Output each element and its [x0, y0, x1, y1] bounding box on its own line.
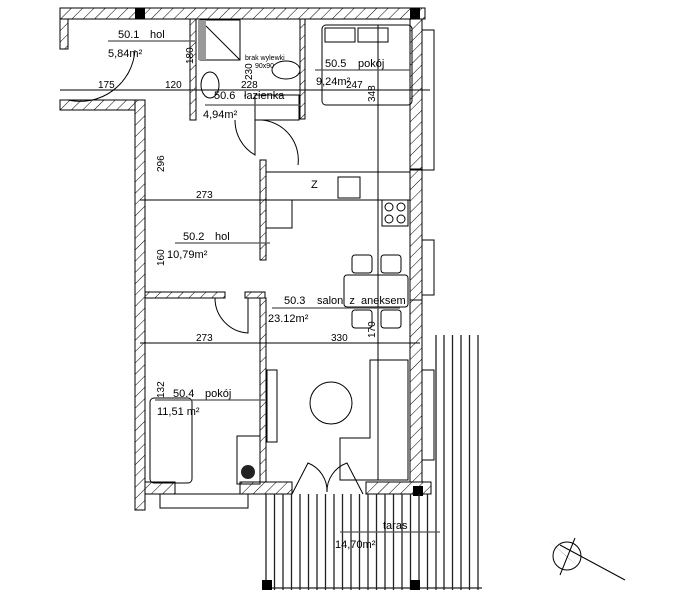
room-label-50-5: 50.5 pokój 9,24m²	[316, 58, 384, 88]
svg-text:14,70m²: 14,70m²	[335, 539, 376, 551]
svg-text:228: 228	[241, 80, 258, 91]
svg-text:4,94m²: 4,94m²	[203, 109, 238, 121]
toilet-icon	[271, 60, 301, 80]
walls	[59, 7, 435, 511]
room-label-50-6: 50.6 łazienka 4,94m²	[203, 90, 285, 121]
svg-text:50.4: 50.4	[173, 388, 194, 400]
svg-text:247: 247	[346, 80, 363, 91]
svg-text:50.6: 50.6	[214, 90, 235, 102]
svg-text:9,24m²: 9,24m²	[316, 76, 351, 88]
svg-text:296: 296	[156, 155, 167, 172]
svg-text:23.12m²: 23.12m²	[268, 313, 309, 325]
room-label-50-2: 50.2 hol 10,79m²	[167, 231, 230, 261]
svg-text:50.5: 50.5	[325, 58, 346, 70]
room-label-50-4: 50.4 pokój 11,51 m²	[157, 388, 231, 418]
dining-table-icon	[343, 274, 409, 308]
svg-text:132: 132	[156, 381, 167, 398]
svg-text:hol: hol	[215, 231, 230, 243]
shower-note: brak wylewki	[245, 55, 285, 62]
svg-text:pokój: pokój	[358, 58, 384, 70]
doors	[67, 49, 364, 495]
terrace	[262, 335, 482, 590]
bed-icon	[321, 24, 413, 106]
svg-text:taras: taras	[383, 520, 408, 532]
room-label-50-3: 50.3 salon z aneksem 23.12m²	[268, 295, 406, 325]
room-label-taras: taras 14,70m²	[335, 520, 408, 551]
svg-text:11,51 m²: 11,51 m²	[157, 406, 200, 418]
svg-text:170: 170	[367, 321, 378, 338]
room-label-50-1: 50.1 hol 5,84m²	[108, 29, 165, 60]
svg-text:330: 330	[331, 333, 348, 344]
svg-text:hol: hol	[150, 29, 165, 41]
shower-size: 90x90	[255, 63, 274, 70]
furniture	[149, 19, 413, 485]
svg-text:273: 273	[196, 190, 213, 201]
svg-text:120: 120	[165, 80, 182, 91]
desk-icon	[236, 435, 261, 485]
sofa-icon	[339, 359, 409, 481]
svg-text:salon z aneksem: salon z aneksem	[317, 295, 406, 307]
bed-icon-2	[149, 397, 193, 484]
svg-text:50.1: 50.1	[118, 29, 139, 41]
coffee-table-icon	[309, 381, 353, 425]
svg-text:łazienka: łazienka	[244, 90, 285, 102]
svg-text:5,84m²: 5,84m²	[108, 48, 143, 60]
tv-unit-icon	[266, 369, 278, 443]
svg-text:273: 273	[196, 333, 213, 344]
fridge-mark: Z	[311, 179, 318, 191]
svg-text:160: 160	[156, 249, 167, 266]
svg-text:180: 180	[185, 47, 196, 64]
north-arrow-icon	[548, 537, 626, 581]
kitchen-sink-icon	[337, 176, 361, 199]
dimension-labels: 175 120 180 230 228 247 348 296 273 160 …	[98, 47, 378, 398]
svg-text:pokój: pokój	[205, 388, 231, 400]
dimension-lines	[60, 25, 440, 533]
svg-text:230: 230	[244, 63, 255, 80]
svg-text:348: 348	[367, 85, 378, 102]
svg-text:50.3: 50.3	[284, 295, 305, 307]
svg-text:175: 175	[98, 80, 115, 91]
svg-text:50.2: 50.2	[183, 231, 204, 243]
sink-icon	[200, 71, 220, 99]
svg-text:10,79m²: 10,79m²	[167, 249, 208, 261]
